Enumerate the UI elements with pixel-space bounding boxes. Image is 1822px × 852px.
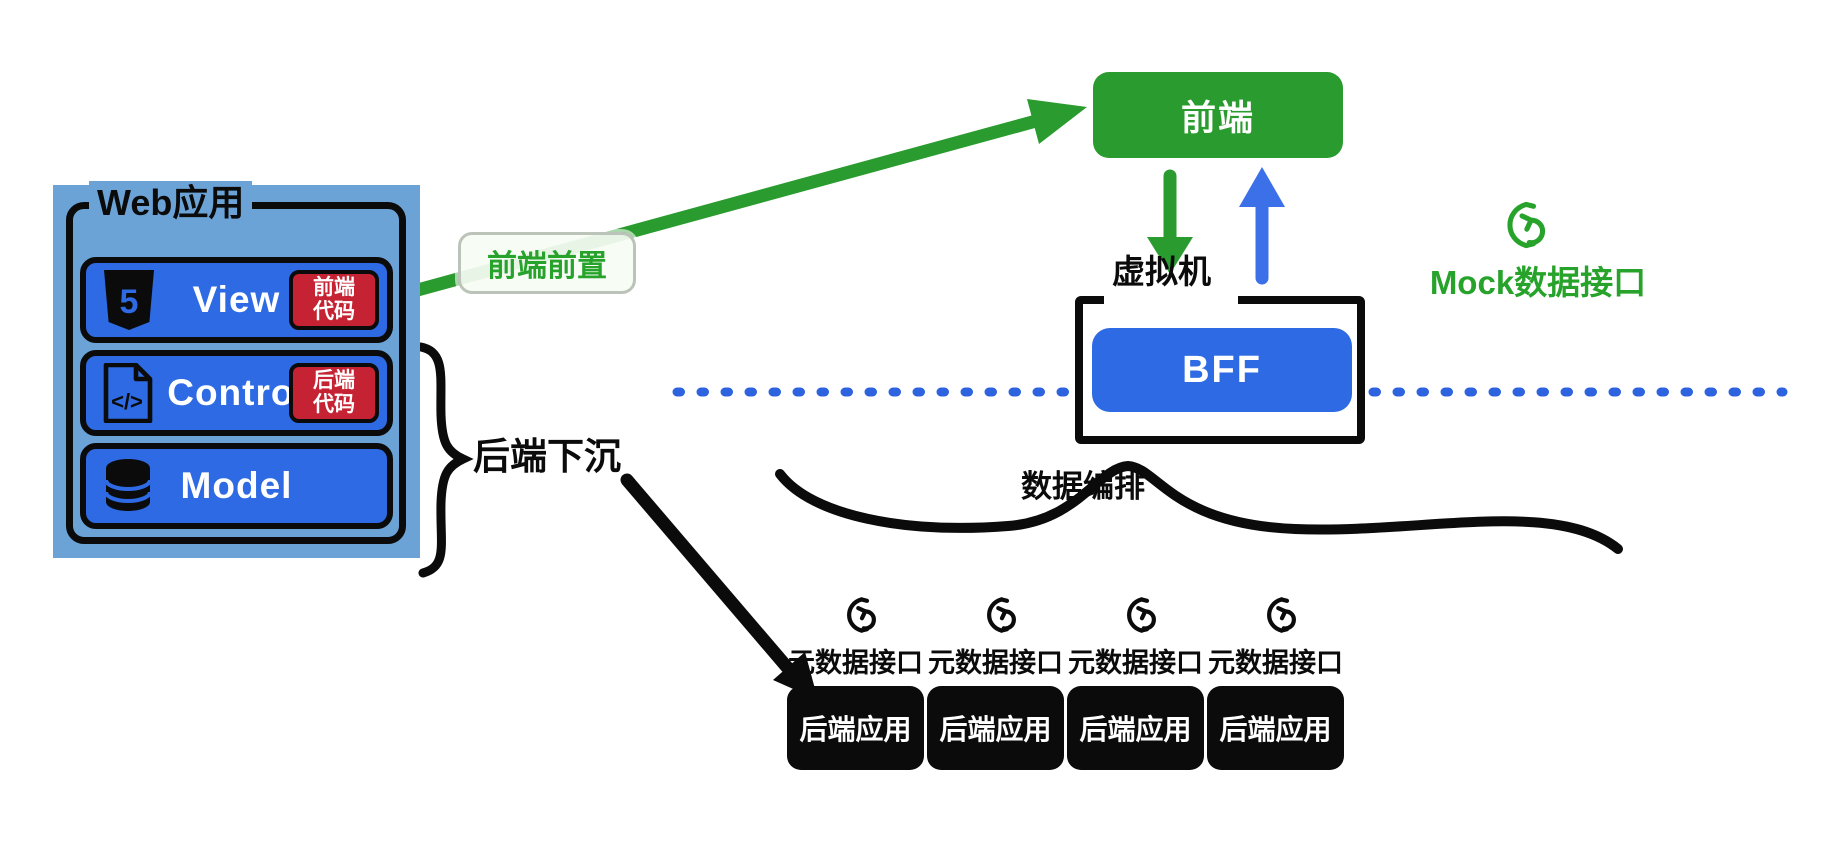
backend-sink-brace [416,342,474,578]
metadata-api-label: 元数据接口 [1068,648,1203,678]
backend-apps-row: 元数据接口 后端应用 元数据接口 后端应用 元数据接 [787,592,1344,770]
frontend-code-badge: 前端 代码 [289,270,379,330]
vm-title: 虚拟机 [1112,253,1211,290]
web-app-container: Web应用 5 View 前端 代码 </> C [53,181,420,558]
api-call-icon [974,592,1018,638]
backend-app-box: 后端应用 [787,686,924,770]
database-icon [102,458,154,514]
mock-api-icon [1490,196,1548,259]
frontend-to-bff-arrowhead [1147,237,1193,274]
badge-line: 后端 [313,369,355,392]
svg-text:5: 5 [120,283,139,321]
svg-text:</>: </> [111,389,143,414]
data-orchestration-label: 数据编排 [1021,469,1145,504]
badge-line: 代码 [313,300,355,323]
layer-label: View [192,279,281,320]
frontend-forward-arrowhead [1027,99,1087,144]
web-app-title: Web应用 [89,181,253,225]
backend-app-box: 后端应用 [1207,686,1344,770]
backend-app-box: 后端应用 [1067,686,1204,770]
api-call-icon [834,592,878,638]
backend-code-badge: 后端 代码 [289,363,379,423]
metadata-api-label: 元数据接口 [788,648,923,678]
badge-line: 前端 [313,276,355,299]
code-file-icon: </> [102,363,154,423]
html5-icon: 5 [102,270,156,330]
layer-row-model: Model [80,443,393,529]
layer-row-control: </> Control 后端 代码 [80,350,393,436]
api-call-icon [1114,592,1158,638]
api-call-icon [1254,592,1298,638]
bff-box: BFF [1092,328,1352,412]
backend-column: 元数据接口 后端应用 [787,592,924,770]
bff-to-frontend-arrowhead [1239,167,1285,207]
backend-sink-arrow [620,473,799,680]
backend-column: 元数据接口 后端应用 [927,592,1064,770]
metadata-api-label: 元数据接口 [928,648,1063,678]
frontend-forward-label: 前端前置 [458,232,636,294]
vm-title-mask [1104,293,1238,307]
backend-column: 元数据接口 后端应用 [1067,592,1204,770]
layer-label: Model [180,465,293,506]
backend-app-box: 后端应用 [927,686,1064,770]
metadata-api-label: 元数据接口 [1208,648,1343,678]
layer-row-view: 5 View 前端 代码 [80,257,393,343]
badge-line: 代码 [313,393,355,416]
backend-sink-label: 后端下沉 [473,436,621,477]
backend-column: 元数据接口 后端应用 [1207,592,1344,770]
layer-label: Control [167,372,306,413]
mock-api-label: Mock数据接口 [1429,264,1647,301]
data-orchestration-brace [775,460,1623,554]
frontend-box: 前端 [1093,72,1343,158]
